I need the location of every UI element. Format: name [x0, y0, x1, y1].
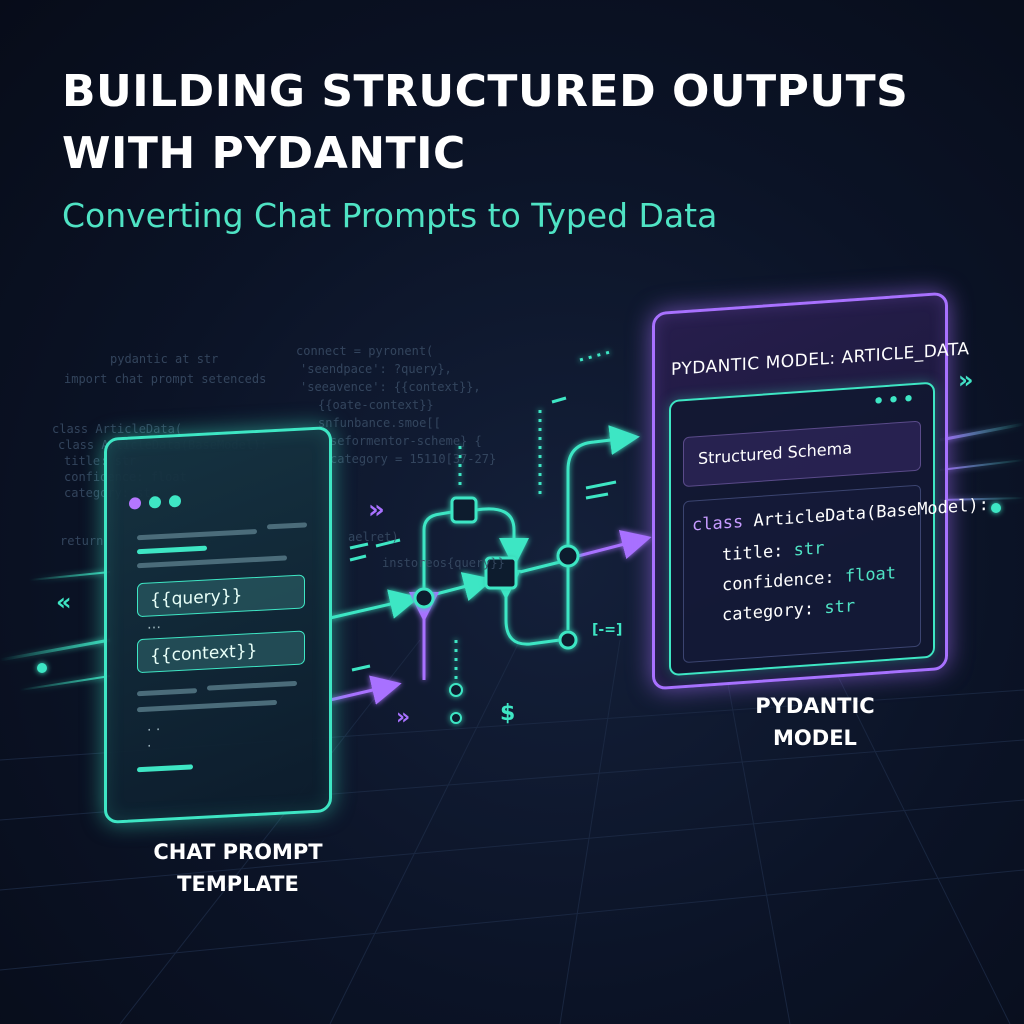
- placeholder-context: {{context}}: [137, 630, 305, 674]
- bottom-node: [558, 630, 578, 650]
- bg-code: class ArticleData(: [52, 422, 183, 436]
- window-dot-icon: [169, 494, 181, 508]
- bg-code: category = 15110[37-27}: [330, 452, 497, 466]
- placeholder-query: {{query}}: [137, 574, 305, 618]
- merge-arrow: [435, 572, 494, 602]
- text-line: [267, 522, 307, 530]
- bg-code: pydantic at str: [110, 352, 219, 366]
- text-line: [207, 680, 297, 691]
- chevrons-right-icon: »: [396, 705, 410, 730]
- schema-label: Structured Schema: [698, 438, 852, 469]
- ellipsis-icon: …: [147, 615, 161, 633]
- flow-nodes: [413, 496, 580, 724]
- window-dot-icon: [149, 495, 161, 509]
- field-type: str: [824, 596, 856, 619]
- caption-line: PYDANTIC: [755, 694, 875, 718]
- decor-dashes: [349, 396, 617, 672]
- loop-return: [491, 570, 561, 646]
- input-arrow-2: [329, 675, 402, 705]
- page-subtitle: Converting Chat Prompts to Typed Data: [62, 196, 718, 235]
- pydantic-model-caption: PYDANTIC MODEL: [730, 690, 900, 754]
- schema-panel: ••• Structured Schema class ArticleData(…: [669, 381, 989, 677]
- bg-code: connect = pyronent(: [296, 344, 434, 358]
- bg-code: instoreos{query}}: [382, 556, 505, 570]
- junction-node-2: [556, 544, 580, 568]
- text-line: [137, 555, 287, 569]
- input-arrow: [329, 589, 420, 620]
- bg-code: seformentor-scheme} {: [330, 434, 482, 448]
- flow-glyphs: « » » » $ [-=]: [56, 366, 974, 730]
- upper-branch: [566, 425, 640, 552]
- bg-code: aelret): [348, 530, 399, 544]
- flow-lines: [329, 350, 652, 705]
- field-name: title:: [722, 541, 784, 566]
- branch-up: [422, 510, 453, 598]
- light-streaks: [0, 422, 1024, 691]
- chevrons-left-icon: «: [56, 588, 72, 616]
- field-name: category:: [722, 599, 815, 626]
- field-type: float: [844, 563, 897, 587]
- bg-code: return: [60, 534, 104, 548]
- page-title-line-2: WITH PYDANTIC: [62, 128, 466, 179]
- window-dot-icon: [129, 497, 141, 510]
- pydantic-model-card: PYDANTIC MODEL: ARTICLE_DATA ••• Structu…: [652, 291, 989, 691]
- branch-up-right: [475, 507, 529, 568]
- class-keyword: class: [692, 511, 744, 536]
- class-definition: class ArticleData(BaseModel):: [692, 495, 989, 536]
- text-line: [137, 528, 257, 541]
- field-type: str: [793, 538, 825, 561]
- field-name: confidence:: [722, 567, 835, 596]
- bracket-icon: [-=]: [592, 622, 622, 638]
- chevrons-right-icon: »: [958, 366, 974, 394]
- code-block: class ArticleData(BaseModel): title: str…: [683, 484, 989, 664]
- bg-code: import chat prompt setenceds: [64, 372, 267, 386]
- top-node: [450, 496, 478, 524]
- caption-line: CHAT PROMPT: [153, 840, 323, 864]
- text-line: [137, 699, 277, 713]
- output-arrow: [577, 529, 652, 560]
- text-line: [137, 688, 197, 697]
- schema-label-box: Structured Schema: [683, 420, 921, 488]
- chat-prompt-template-caption: CHAT PROMPT TEMPLATE: [128, 836, 348, 900]
- bg-code: {{oate-context}}: [318, 398, 434, 412]
- text-line: [137, 764, 193, 773]
- field-title: title: str: [722, 538, 824, 565]
- more-icon: •••: [872, 386, 917, 415]
- caption-line: TEMPLATE: [177, 872, 299, 896]
- ellipsis-icon: ·: [147, 738, 152, 755]
- center-node: [484, 556, 518, 590]
- bg-code: 'seeavence': {{context}},: [300, 380, 481, 394]
- small-node-2: [450, 712, 462, 724]
- bg-code: 'seendpace': ?query},: [300, 362, 452, 376]
- chevrons-right-icon: »: [368, 495, 385, 525]
- bg-code: snfunbance.smoe[[: [318, 416, 441, 430]
- small-node-1: [449, 683, 463, 697]
- center-to-node: [519, 560, 561, 574]
- dollar-icon: $: [500, 701, 515, 726]
- field-confidence: confidence: float: [722, 563, 896, 595]
- caption-line: MODEL: [773, 726, 857, 750]
- page-title-line-1: BUILDING STRUCTURED OUTPUTS: [62, 66, 909, 117]
- chat-prompt-template-card: {{query}} … {{context}} · · ·: [104, 426, 332, 824]
- junction-node-1: [413, 587, 435, 609]
- field-category: category: str: [722, 596, 855, 625]
- ellipsis-icon: · ·: [147, 722, 161, 739]
- model-header: PYDANTIC MODEL: ARTICLE_DATA: [671, 339, 970, 381]
- text-line: [137, 545, 207, 555]
